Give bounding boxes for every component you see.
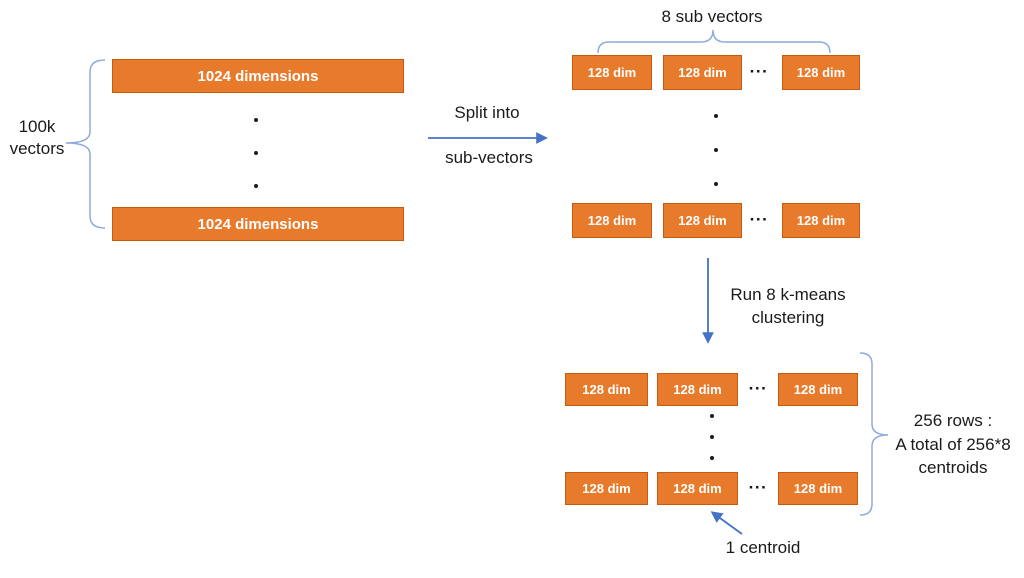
split-label-line1: Split into <box>454 103 520 122</box>
single-centroid-label: 1 centroid <box>725 538 801 557</box>
horizontal-ellipsis: ... <box>743 472 773 505</box>
subvector-box: 128 dim <box>782 55 860 90</box>
ellipsis-dot <box>254 184 258 188</box>
ellipsis-dot <box>710 456 714 460</box>
dimensions-box-top: 1024 dimensions <box>112 59 404 93</box>
ellipsis-dot <box>714 114 718 118</box>
vector-count-label: 100k vectors <box>4 116 70 160</box>
vector-count-line1: 100k <box>18 117 56 136</box>
subvector-box: 128 dim <box>663 55 742 90</box>
vertical-ellipsis-centroids <box>710 414 714 460</box>
centroid-box: 128 dim <box>778 373 858 406</box>
ellipsis-dot <box>254 118 258 122</box>
vertical-ellipsis-left <box>254 118 258 188</box>
centroid-total-line2: A total of 256*8 <box>895 434 1011 454</box>
centroid-box: 128 dim <box>657 472 738 505</box>
horizontal-ellipsis: ... <box>744 203 774 238</box>
subvector-box: 128 dim <box>572 203 652 238</box>
ellipsis-dot <box>714 148 718 152</box>
subvector-box: 128 dim <box>663 203 742 238</box>
horizontal-ellipsis: ... <box>743 373 773 406</box>
split-label-line2: sub-vectors <box>445 148 533 167</box>
vector-count-line2: vectors <box>9 139 65 158</box>
centroid-total-label: 256 rows : A total of 256*8 centroids <box>886 409 1020 480</box>
centroid-total-line3: centroids <box>918 458 988 477</box>
horizontal-ellipsis-text: ... <box>749 56 769 76</box>
kmeans-label-line1: Run 8 k-means <box>730 285 846 304</box>
horizontal-ellipsis-text: ... <box>749 204 769 224</box>
ellipsis-dot <box>710 435 714 439</box>
horizontal-ellipsis: ... <box>744 55 774 90</box>
horizontal-ellipsis-text: ... <box>748 472 768 492</box>
dimensions-box-bottom: 1024 dimensions <box>112 207 404 241</box>
left-curly-brace <box>65 59 106 229</box>
kmeans-label-line2: clustering <box>751 308 825 327</box>
centroid-box: 128 dim <box>778 472 858 505</box>
ellipsis-dot <box>254 151 258 155</box>
subvectors-title: 8 sub vectors <box>661 7 763 26</box>
ellipsis-dot <box>714 182 718 186</box>
top-curly-brace <box>597 29 831 54</box>
horizontal-ellipsis-text: ... <box>748 373 768 393</box>
vertical-ellipsis-subvectors <box>714 114 718 186</box>
centroid-total-line1: 256 rows : <box>913 411 993 430</box>
centroid-box: 128 dim <box>565 472 648 505</box>
subvector-box: 128 dim <box>572 55 652 90</box>
right-curly-brace <box>859 352 889 516</box>
subvector-box: 128 dim <box>782 203 860 238</box>
centroid-box: 128 dim <box>565 373 648 406</box>
centroid-pointer-arrow <box>710 511 743 535</box>
ellipsis-dot <box>710 414 714 418</box>
centroid-box: 128 dim <box>657 373 738 406</box>
